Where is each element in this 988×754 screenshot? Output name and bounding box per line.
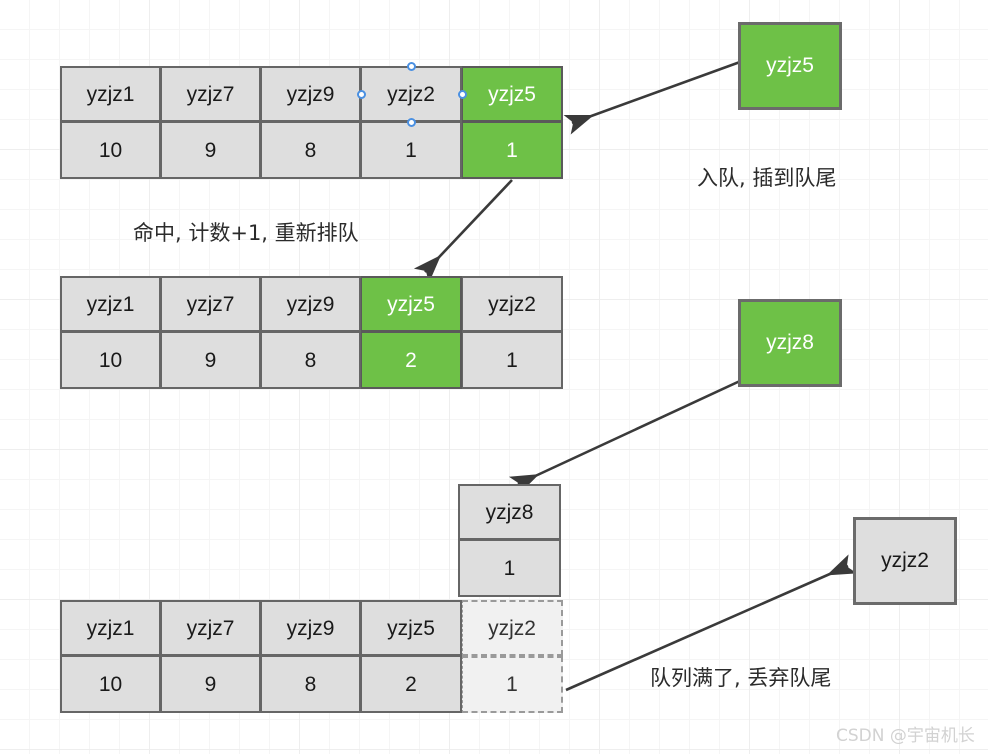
queue-column[interactable]: yzjz1 10 [60,600,161,713]
queue-column[interactable]: yzjz7 9 [161,276,261,389]
incoming-entry-column[interactable]: yzjz8 1 [458,484,561,597]
queue-column[interactable]: yzjz8 1 [458,484,561,597]
queue-cell-value: 10 [60,656,161,713]
queue-cell-key: yzjz2 [361,66,462,122]
queue-cell-key: yzjz1 [60,600,161,656]
node-label: yzjz2 [881,549,929,572]
queue-cell-value: 1 [462,122,563,179]
arrow-enqueue-yzjz8 [508,379,741,496]
arrow-enqueue-yzjz5 [563,60,741,135]
queue-cell-key: yzjz9 [261,276,361,332]
queue-column[interactable]: yzjz9 8 [261,276,361,389]
selection-handle-bottom[interactable] [407,118,416,127]
queue-cell-key: yzjz8 [458,484,561,540]
queue-column[interactable]: yzjz7 9 [161,600,261,713]
queue-cell-value: 8 [261,122,361,179]
label-enqueue-tail: 入队, 插到队尾 [697,166,837,190]
queue-cell-value: 8 [261,332,361,389]
queue-cell-value: 1 [462,332,563,389]
queue-cell-value: 2 [361,332,462,389]
queue-cell-value: 9 [161,656,261,713]
selection-handle-right[interactable] [458,90,467,99]
queue-table-2[interactable]: yzjz1 10 yzjz7 9 yzjz9 8 yzjz5 2 yzjz2 1 [60,276,563,389]
label-queue-full: 队列满了, 丢弃队尾 [650,666,832,690]
queue-cell-value: 9 [161,122,261,179]
queue-cell-key: yzjz7 [161,66,261,122]
queue-column[interactable]: yzjz2 1 [462,276,563,389]
queue-column-evicted[interactable]: yzjz2 1 [462,600,563,713]
queue-cell-value: 1 [462,656,563,713]
queue-column[interactable]: yzjz7 9 [161,66,261,179]
label-hit-recount: 命中, 计数+1, 重新排队 [133,221,359,245]
queue-cell-value: 1 [458,540,561,597]
queue-cell-key: yzjz5 [462,66,563,122]
queue-cell-key: yzjz9 [261,600,361,656]
queue-cell-key: yzjz7 [161,600,261,656]
queue-column[interactable]: yzjz9 8 [261,600,361,713]
queue-cell-value: 10 [60,122,161,179]
queue-cell-key: yzjz7 [161,276,261,332]
node-yzjz2[interactable]: yzjz2 [853,517,957,605]
watermark-credit: CSDN @宇宙机长 [836,726,975,746]
queue-cell-key: yzjz5 [361,276,462,332]
queue-column-selected[interactable]: yzjz5 2 [361,276,462,389]
selection-handle-left[interactable] [357,90,366,99]
arrow-requeue-hit [413,179,513,283]
node-label: yzjz5 [766,54,814,77]
node-label: yzjz8 [766,331,814,354]
queue-table-3[interactable]: yzjz1 10 yzjz7 9 yzjz9 8 yzjz5 2 yzjz2 1 [60,600,563,713]
queue-cell-value: 9 [161,332,261,389]
queue-cell-key: yzjz1 [60,66,161,122]
queue-cell-value: 2 [361,656,462,713]
queue-cell-value: 8 [261,656,361,713]
queue-column[interactable]: yzjz9 8 [261,66,361,179]
queue-cell-value: 1 [361,122,462,179]
queue-cell-key: yzjz2 [462,600,563,656]
node-yzjz5[interactable]: yzjz5 [738,22,842,110]
queue-cell-key: yzjz2 [462,276,563,332]
node-yzjz8[interactable]: yzjz8 [738,299,842,387]
queue-column[interactable]: yzjz2 1 [361,66,462,179]
queue-cell-value: 10 [60,332,161,389]
queue-cell-key: yzjz1 [60,276,161,332]
queue-column[interactable]: yzjz1 10 [60,66,161,179]
selection-handle-top[interactable] [407,62,416,71]
queue-column[interactable]: yzjz5 2 [361,600,462,713]
queue-column[interactable]: yzjz1 10 [60,276,161,389]
queue-cell-key: yzjz5 [361,600,462,656]
queue-column-selected[interactable]: yzjz5 1 [462,66,563,179]
queue-cell-key: yzjz9 [261,66,361,122]
queue-table-1[interactable]: yzjz1 10 yzjz7 9 yzjz9 8 yzjz2 1 yzjz5 1 [60,66,563,179]
